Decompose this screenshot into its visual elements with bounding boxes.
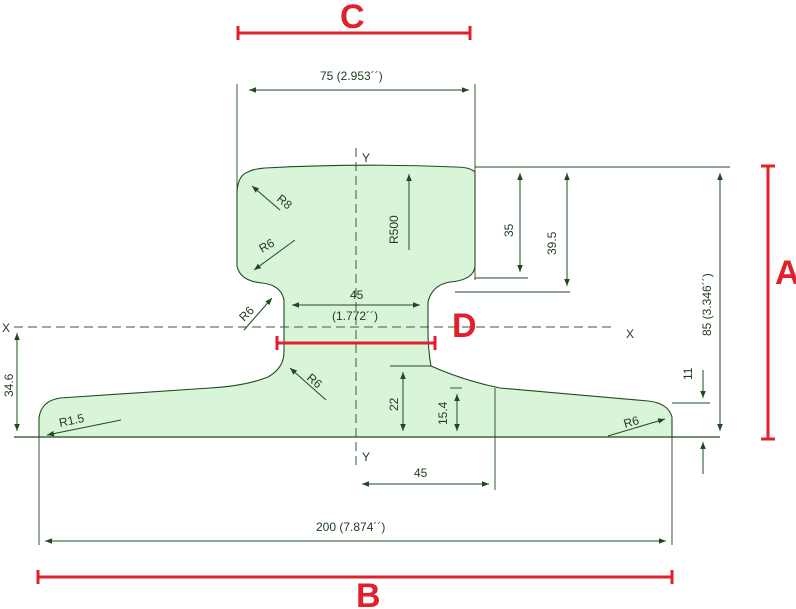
label-35: 35 (502, 223, 516, 237)
label-22: 22 (387, 397, 401, 411)
label-web-width-inch: (1.772´´) (332, 309, 378, 323)
extension-lines (38, 84, 730, 545)
axis-label-y-top: Y (362, 151, 370, 165)
callout-label-d: D (452, 307, 477, 345)
label-11: 11 (681, 367, 695, 380)
callout-label-b: B (356, 577, 381, 609)
label-r6-head: R6 (257, 236, 278, 256)
axis-label-x-left: X (2, 321, 10, 335)
axis-label-y-bottom: Y (362, 450, 370, 464)
callout-label-c: C (340, 0, 365, 36)
dim-arrow-r6-head (253, 239, 296, 271)
label-r6-neck: R6 (236, 303, 257, 324)
label-15-4: 15.4 (436, 401, 450, 425)
label-r6-foot: R6 (622, 413, 641, 431)
callout-label-a: A (775, 254, 796, 292)
dim-arrow-r6-web (289, 367, 327, 401)
label-height: 85 (3.346´´) (700, 273, 714, 336)
label-39-5: 39.5 (545, 231, 559, 255)
label-head-width: 75 (2.953´´) (320, 69, 383, 83)
label-45-half-base: 45 (414, 466, 428, 480)
axis-label-x-right: X (626, 327, 634, 341)
label-r500: R500 (387, 215, 401, 244)
rail-section (38, 164, 673, 438)
label-base-width: 200 (7.874´´) (316, 520, 385, 534)
label-34-6: 34.6 (2, 373, 16, 397)
dim-arrow-r1-5 (46, 419, 122, 437)
dim-arrow-r8 (251, 185, 281, 211)
label-web-width: 45 (350, 288, 364, 302)
label-r1-5: R1.5 (58, 411, 86, 430)
dim-arrow-r6-foot (607, 418, 666, 437)
dim-arrow-r6-neck (243, 297, 273, 331)
